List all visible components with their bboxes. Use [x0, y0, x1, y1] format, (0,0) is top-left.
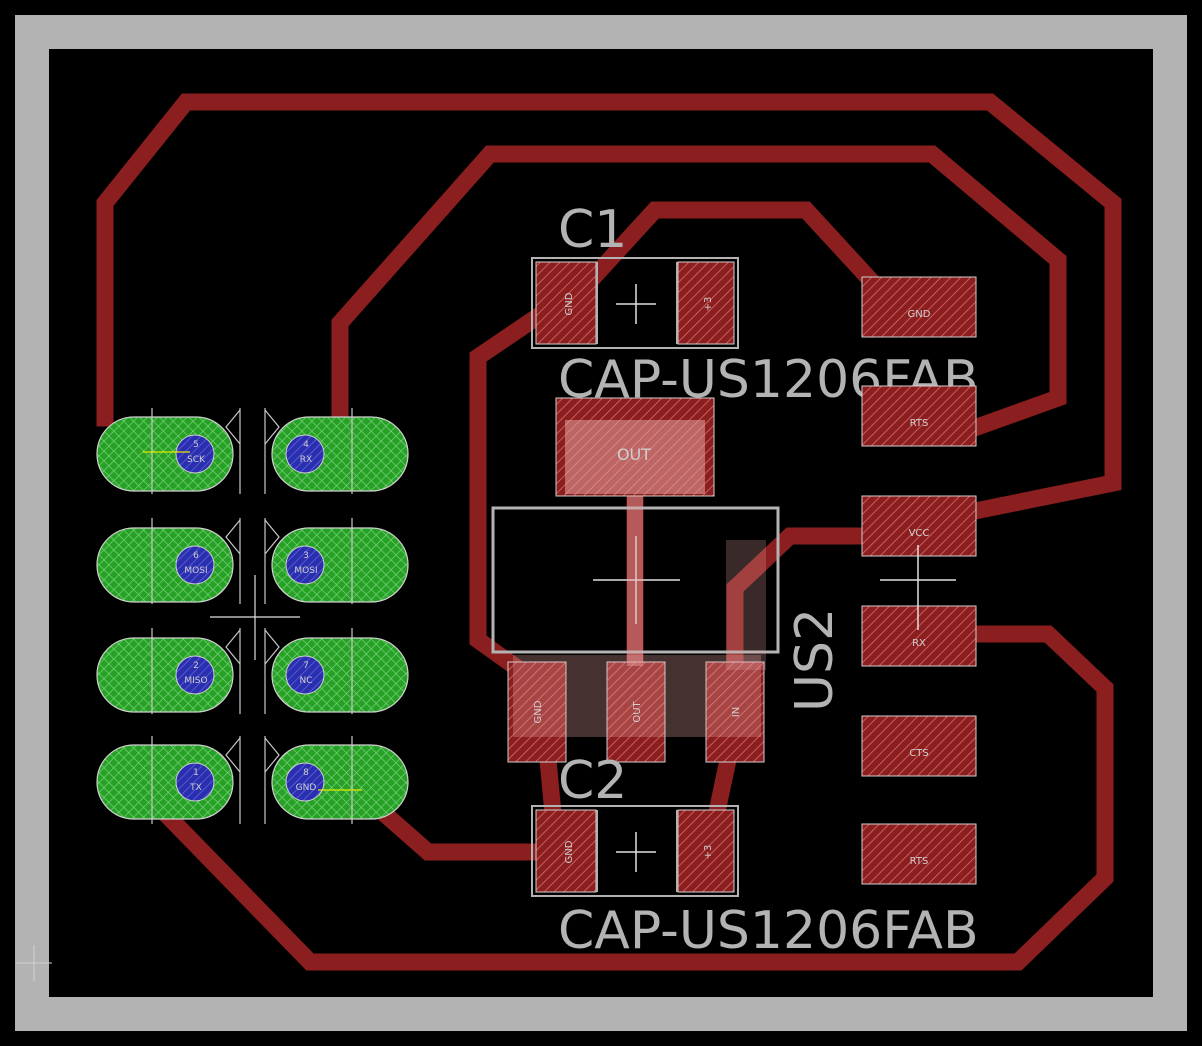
header-pin-5-name: MISO [184, 676, 207, 686]
header-drills [175, 434, 325, 802]
regulator-pin2-label: OUT [632, 700, 643, 722]
ftdi-pad-3-label: VCC [909, 528, 930, 539]
regulator-body-silkscreen [491, 506, 780, 654]
header-pin-7-name: TX [189, 783, 202, 793]
trace-rx-loop [331, 145, 1067, 444]
regulator-tab-label: OUT [617, 445, 651, 464]
ftdi-pad-2-label: RTS [910, 418, 929, 429]
regulator-pin-overlay [513, 655, 761, 737]
trace-gnd-to-c2 [366, 796, 557, 861]
c1-center-cross-icon [616, 284, 656, 324]
regulator-tab-stem-overlay [627, 496, 643, 666]
c2-pad-left [535, 809, 597, 893]
ftdi-pad-4-label: RX [912, 638, 926, 649]
c2-pad-left-label: GND [564, 840, 575, 863]
capacitor-c2[interactable]: GND +3 C2 CAP-US1206FAB [531, 751, 979, 961]
header-pin-2-name: RX [300, 455, 312, 465]
ftdi-pad-1 [861, 276, 977, 338]
header-pin-4-number: 3 [303, 551, 309, 561]
regulator-pin3-stem-overlay [726, 540, 766, 670]
origin-cross-icon [16, 945, 52, 981]
ftdi-pad-2 [861, 385, 977, 447]
header-pin-3-name: MOSI [184, 566, 207, 576]
header-center-cross-icon [210, 575, 300, 660]
regulator-designator: US2 [785, 608, 845, 712]
c1-pad-right-label: +3 [703, 297, 714, 312]
regulator-pin3-pad [705, 661, 765, 763]
c2-pad-right-label: +3 [703, 845, 714, 860]
ftdi-center-cross-icon [880, 545, 956, 630]
header-pin-8-number: 8 [303, 768, 309, 778]
ftdi-pad-4 [861, 605, 977, 667]
c2-pad-right [677, 809, 735, 893]
regulator-center-cross-icon [593, 536, 680, 624]
c1-pad-right [677, 261, 735, 345]
regulator-pin2-pad [606, 661, 666, 763]
copper-traces [96, 93, 1122, 971]
c1-pad-left-label: GND [564, 292, 575, 315]
board-outline [15, 15, 1187, 1031]
trace-bottom-loop [147, 625, 1114, 971]
trace-c1-gnd [469, 303, 552, 682]
ftdi-pad-3 [861, 495, 977, 557]
ftdi-pad-5-label: CTS [909, 748, 928, 759]
regulator-pin1-label: GND [533, 700, 544, 723]
trace-outer-loop [96, 93, 1122, 521]
c1-pad-left [535, 261, 597, 345]
ftdi-pad-5 [861, 715, 977, 777]
regulator-pin1-pad [507, 661, 567, 763]
c1-designator: C1 [558, 200, 627, 260]
header-pin-1-number: 5 [193, 440, 199, 450]
c1-silkscreen-body [531, 257, 739, 349]
c2-center-cross-icon [616, 832, 656, 872]
header-pin-2-number: 4 [303, 440, 309, 450]
header-pin-labels: 5 SCK 4 RX 6 MOSI 3 MOSI 2 MISO 7 NC 1 T… [184, 440, 317, 793]
header-pin-7-number: 1 [193, 768, 199, 778]
header-pin-6-number: 7 [303, 661, 309, 671]
header-pin-6-name: NC [299, 676, 312, 686]
trace-vcc-bridge [726, 527, 874, 709]
c2-designator: C2 [558, 751, 627, 811]
c2-value: CAP-US1206FAB [558, 901, 979, 961]
header-silkscreen [143, 408, 362, 824]
header-pin-3-number: 6 [193, 551, 199, 561]
header-pin-5-number: 2 [193, 661, 199, 671]
regulator-tab-overlay [565, 420, 705, 494]
ftdi-pad-6-label: RTS [910, 856, 929, 867]
ftdi-header[interactable]: GND RTS VCC RX CTS RTS [861, 276, 977, 885]
header-pin-8-name: GND [296, 783, 317, 793]
regulator-us2[interactable]: OUT GND OUT IN US2 [491, 397, 845, 763]
header-pin-4-name: MOSI [294, 566, 317, 576]
header-pin-1-name: SCK [187, 455, 206, 465]
c2-silkscreen-body [531, 805, 739, 897]
ftdi-pad-1-label: GND [908, 309, 931, 320]
ftdi-pad-6 [861, 823, 977, 885]
regulator-pin3-label: IN [731, 707, 742, 717]
